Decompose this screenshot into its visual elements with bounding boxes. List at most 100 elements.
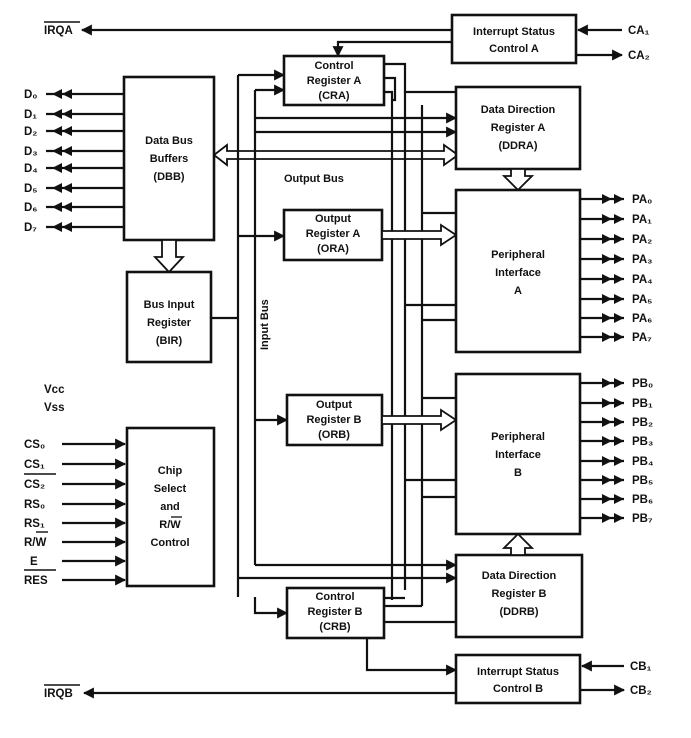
ora-pia-bus <box>381 223 458 247</box>
cb1-label: CB₁ <box>630 661 652 673</box>
data-pins: D₀ D₁ D₂ D₃ D₄ D₅ D₆ D₇ <box>24 89 124 234</box>
cs-pin: E <box>30 555 127 568</box>
svg-text:CS₂: CS₂ <box>24 479 45 491</box>
dbb-title-2: Buffers <box>150 153 189 165</box>
ddra-pia-arrow <box>501 168 535 192</box>
pa-pin: PA₅ <box>580 294 652 306</box>
csc-title-4: R/W <box>159 519 181 531</box>
dbb-block <box>122 75 216 242</box>
ddrb-title-1: Data Direction <box>482 570 557 582</box>
orb-title-2: Register B <box>306 414 361 426</box>
csc-title-3: and <box>160 501 180 513</box>
pa-pin: PA₁ <box>580 214 652 226</box>
irqb-label: IRQB <box>44 688 73 700</box>
ora-title-2: Register A <box>306 228 361 240</box>
svg-text:D₁: D₁ <box>24 109 37 121</box>
svg-text:R/W: R/W <box>24 537 47 549</box>
svg-text:PA₃: PA₃ <box>632 254 652 266</box>
data-pin: D₂ <box>24 126 124 138</box>
pa-pins: PA₀ PA₁ PA₂ PA₃ PA₄ PA₅ PA₆ PA₇ <box>580 194 653 344</box>
vcc-label: Vcc <box>44 384 65 396</box>
svg-text:D₄: D₄ <box>24 163 38 175</box>
orb-title-1: Output <box>316 399 352 411</box>
pb-pin: PB₇ <box>580 513 653 525</box>
svg-text:RS₁: RS₁ <box>24 518 45 530</box>
svg-text:PB₁: PB₁ <box>632 398 653 410</box>
svg-text:CS₁: CS₁ <box>24 459 45 471</box>
iscb-title-2: Control B <box>493 683 543 695</box>
pb-pin: PB₅ <box>580 475 653 487</box>
data-pin: D₃ <box>24 146 124 158</box>
cs-pin: RS₁ <box>24 517 127 530</box>
pia-block <box>454 188 582 354</box>
ddra-title-3: (DDRA) <box>498 140 537 152</box>
pa-pin: PA₂ <box>580 234 652 246</box>
bir-title-1: Bus Input <box>144 299 195 311</box>
svg-text:D₀: D₀ <box>24 89 38 101</box>
svg-text:PB₂: PB₂ <box>632 417 653 429</box>
pb-pin: PB₂ <box>580 417 653 429</box>
pib-block <box>454 372 582 536</box>
output-bus-label: Output Bus <box>284 173 344 185</box>
ca2-label: CA₂ <box>628 50 650 62</box>
svg-text:PB₄: PB₄ <box>632 456 653 468</box>
pa-pin: PA₇ <box>580 332 652 344</box>
crb-title-2: Register B <box>307 606 362 618</box>
svg-text:PB₅: PB₅ <box>632 475 653 487</box>
data-pin: D₀ <box>24 89 124 101</box>
cra-block <box>282 54 386 107</box>
orb-title-3: (ORB) <box>318 429 350 441</box>
data-pin: D₇ <box>24 222 124 234</box>
cra-title-1: Control <box>314 60 353 72</box>
svg-text:PB₃: PB₃ <box>632 436 653 448</box>
ca1-label: CA₁ <box>628 25 650 37</box>
pb-pin: PB₆ <box>580 494 653 506</box>
crb-input <box>253 597 289 619</box>
dbb-bir-arrow <box>152 239 186 274</box>
svg-text:PA₄: PA₄ <box>632 274 653 286</box>
cs-pin: CS₂ <box>24 478 127 491</box>
data-pin: D₅ <box>24 183 124 195</box>
orb-pib-bus <box>381 408 458 432</box>
svg-text:D₅: D₅ <box>24 183 38 195</box>
csc-title-1: Chip <box>158 465 183 477</box>
ora-title-3: (ORA) <box>317 243 349 255</box>
pa-pin: PA₄ <box>580 274 653 286</box>
cb2-label: CB₂ <box>630 685 652 697</box>
svg-text:PA₁: PA₁ <box>632 214 652 226</box>
svg-text:PA₆: PA₆ <box>632 313 652 325</box>
iscb-block <box>454 653 582 705</box>
ora-title-1: Output <box>315 213 351 225</box>
svg-text:PB₆: PB₆ <box>632 494 653 506</box>
irqa-label: IRQA <box>44 25 73 37</box>
svg-text:E: E <box>30 556 38 568</box>
svg-text:PA₇: PA₇ <box>632 332 652 344</box>
svg-text:CS₀: CS₀ <box>24 439 45 451</box>
cra-out-2 <box>384 76 397 102</box>
pib-title-1: Peripheral <box>491 431 545 443</box>
ddra-title-1: Data Direction <box>481 104 556 116</box>
svg-text:PB₀: PB₀ <box>632 378 653 390</box>
pb-pin: PB₁ <box>580 398 653 410</box>
data-pin: D₆ <box>24 202 124 214</box>
svg-text:D₂: D₂ <box>24 126 37 138</box>
pa-pin: PA₆ <box>580 313 652 325</box>
bir-block <box>125 270 213 364</box>
pb-pin: PB₀ <box>580 378 653 390</box>
svg-text:PB₇: PB₇ <box>632 513 653 525</box>
cra-title-3: (CRA) <box>318 90 349 102</box>
csc-title-5: Control <box>150 537 189 549</box>
crb-title-1: Control <box>315 591 354 603</box>
data-pin: D₁ <box>24 109 124 121</box>
bir-title-2: Register <box>147 317 192 329</box>
pb-pin: PB₄ <box>580 456 653 468</box>
svg-text:PA₀: PA₀ <box>632 194 652 206</box>
ddrb-block <box>454 553 584 639</box>
ddrb-pib-arrow <box>501 532 535 556</box>
pb-pin: PB₃ <box>580 436 653 448</box>
bir-title-3: (BIR) <box>156 335 183 347</box>
data-pin: D₄ <box>24 163 124 175</box>
pia-title-2: Interface <box>495 267 541 279</box>
cs-pin: CS₁ <box>24 458 127 471</box>
